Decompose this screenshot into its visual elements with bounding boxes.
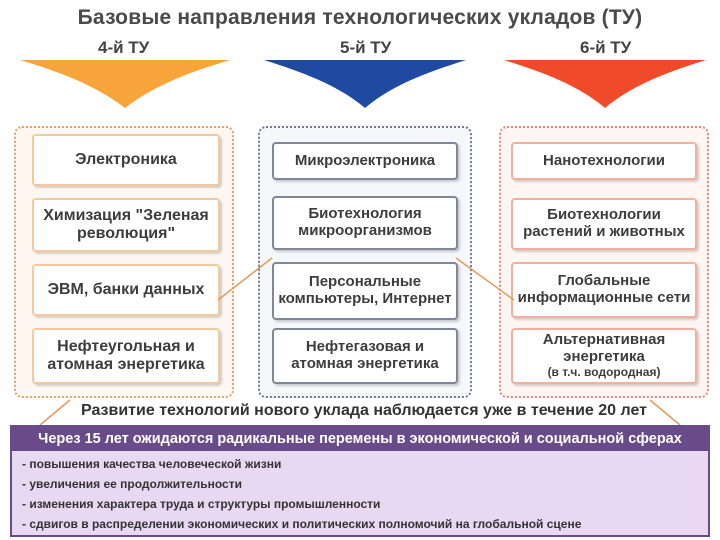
box-computers: ЭВМ, банки данных bbox=[32, 264, 220, 316]
box-biotech-plants: Биотехнологии растений и животных bbox=[511, 198, 697, 250]
box-alt-energy: Альтернативная энергетика (в т.ч. водоро… bbox=[511, 328, 697, 384]
column-4: Электроника Химизация "Зеленая революция… bbox=[14, 126, 234, 398]
box-oil-gas: Нефтегазовая и атомная энергетика bbox=[272, 328, 458, 384]
alt-energy-label: Альтернативная энергетика bbox=[542, 331, 666, 366]
fan-label-4: 4-й ТУ bbox=[98, 38, 150, 57]
box-microelectronics: Микроэлектроника bbox=[272, 142, 458, 180]
forecast-item: - сдвигов в распределении экономических … bbox=[22, 517, 582, 531]
box-nanotech: Нанотехнологии bbox=[511, 142, 697, 180]
forecast-panel: Через 15 лет ожидаются радикальные перем… bbox=[10, 425, 710, 537]
fan-5-arrow bbox=[264, 60, 466, 108]
page-title: Базовые направления технологических укла… bbox=[77, 6, 643, 29]
fan-label-5: 5-й ТУ bbox=[340, 38, 392, 57]
forecast-heading: Через 15 лет ожидаются радикальные перем… bbox=[12, 427, 708, 451]
box-personal-computers: Персональные компьютеры, Интернет bbox=[272, 262, 458, 320]
fan-label-6: 6-й ТУ bbox=[580, 38, 632, 57]
forecast-list: - повышения качества человеческой жизни … bbox=[12, 454, 708, 534]
fan-6-arrow bbox=[504, 60, 706, 108]
box-electronics: Электроника bbox=[32, 134, 220, 186]
column-5: Микроэлектроника Биотехнология микроорга… bbox=[258, 126, 472, 398]
box-oil-coal: Нефтеугольная и атомная энергетика bbox=[32, 328, 220, 384]
forecast-item: - изменения характера труда и структуры … bbox=[22, 497, 381, 511]
fan-arrows bbox=[20, 60, 706, 108]
box-biotech-micro: Биотехнология микроорганизмов bbox=[272, 196, 458, 250]
development-text: Развитие технологий нового уклада наблюд… bbox=[81, 402, 647, 419]
box-chemization: Химизация "Зеленая революция" bbox=[32, 198, 220, 252]
box-global-networks: Глобальные информационные сети bbox=[511, 262, 697, 318]
forecast-item: - повышения качества человеческой жизни bbox=[22, 457, 282, 471]
fan-4-arrow bbox=[20, 60, 230, 108]
column-6: Нанотехнологии Биотехнологии растений и … bbox=[499, 126, 709, 398]
forecast-item: - увеличения ее продолжительности bbox=[22, 477, 242, 491]
alt-energy-note: (в т.ч. водородная) bbox=[547, 365, 661, 380]
